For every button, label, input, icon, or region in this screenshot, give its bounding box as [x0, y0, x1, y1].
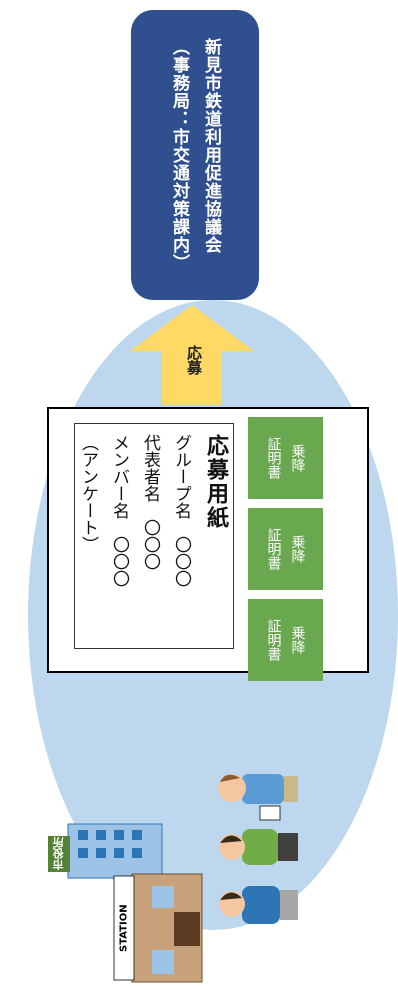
boarding-certificate: 乗降 証明書	[248, 508, 323, 590]
organization-text: 新見市鉄道利用促進協議会 （事務局：市交通対策課内）	[163, 38, 227, 272]
station-illustration: STATION	[108, 872, 208, 986]
person-illustration	[218, 774, 298, 821]
boarding-certificate: 乗降 証明書	[248, 417, 323, 499]
up-arrow-icon	[130, 305, 254, 405]
application-form: 応募用紙 グループ名 〇〇〇 代表者名 〇〇〇 メンバー名 〇〇〇 （アンケート…	[74, 423, 234, 649]
boarding-certificate: 乗降 証明書	[248, 599, 323, 681]
certificate-line1: 乗降	[289, 626, 306, 654]
certificate-line2: 証明書	[265, 437, 282, 479]
certificate-line2: 証明書	[265, 528, 282, 570]
organization-name: 新見市鉄道利用促進協議会	[201, 38, 221, 254]
station-building-icon	[113, 873, 203, 983]
member-row: メンバー名 〇〇〇	[109, 434, 129, 587]
form-title: 応募用紙	[203, 434, 229, 530]
organization-box: 新見市鉄道利用促進協議会 （事務局：市交通対策課内）	[131, 10, 259, 300]
station-sign: STATION	[118, 904, 130, 952]
representative-row: 代表者名 〇〇〇	[140, 434, 160, 570]
certificate-line1: 乗降	[289, 535, 306, 563]
certificate-line1: 乗降	[289, 444, 306, 472]
city-hall-sign: 市役所	[52, 837, 65, 871]
building-icon	[48, 823, 163, 879]
person-illustration	[219, 829, 298, 865]
organization-office: （事務局：市交通対策課内）	[169, 38, 189, 272]
group-name-row: グループ名 〇〇〇	[171, 434, 191, 587]
apply-label: 応募	[185, 345, 203, 375]
survey-row: （アンケート）	[78, 434, 98, 553]
person-illustration	[219, 886, 298, 924]
city-hall-illustration: 市役所	[48, 820, 166, 882]
certificate-line2: 証明書	[265, 619, 282, 661]
